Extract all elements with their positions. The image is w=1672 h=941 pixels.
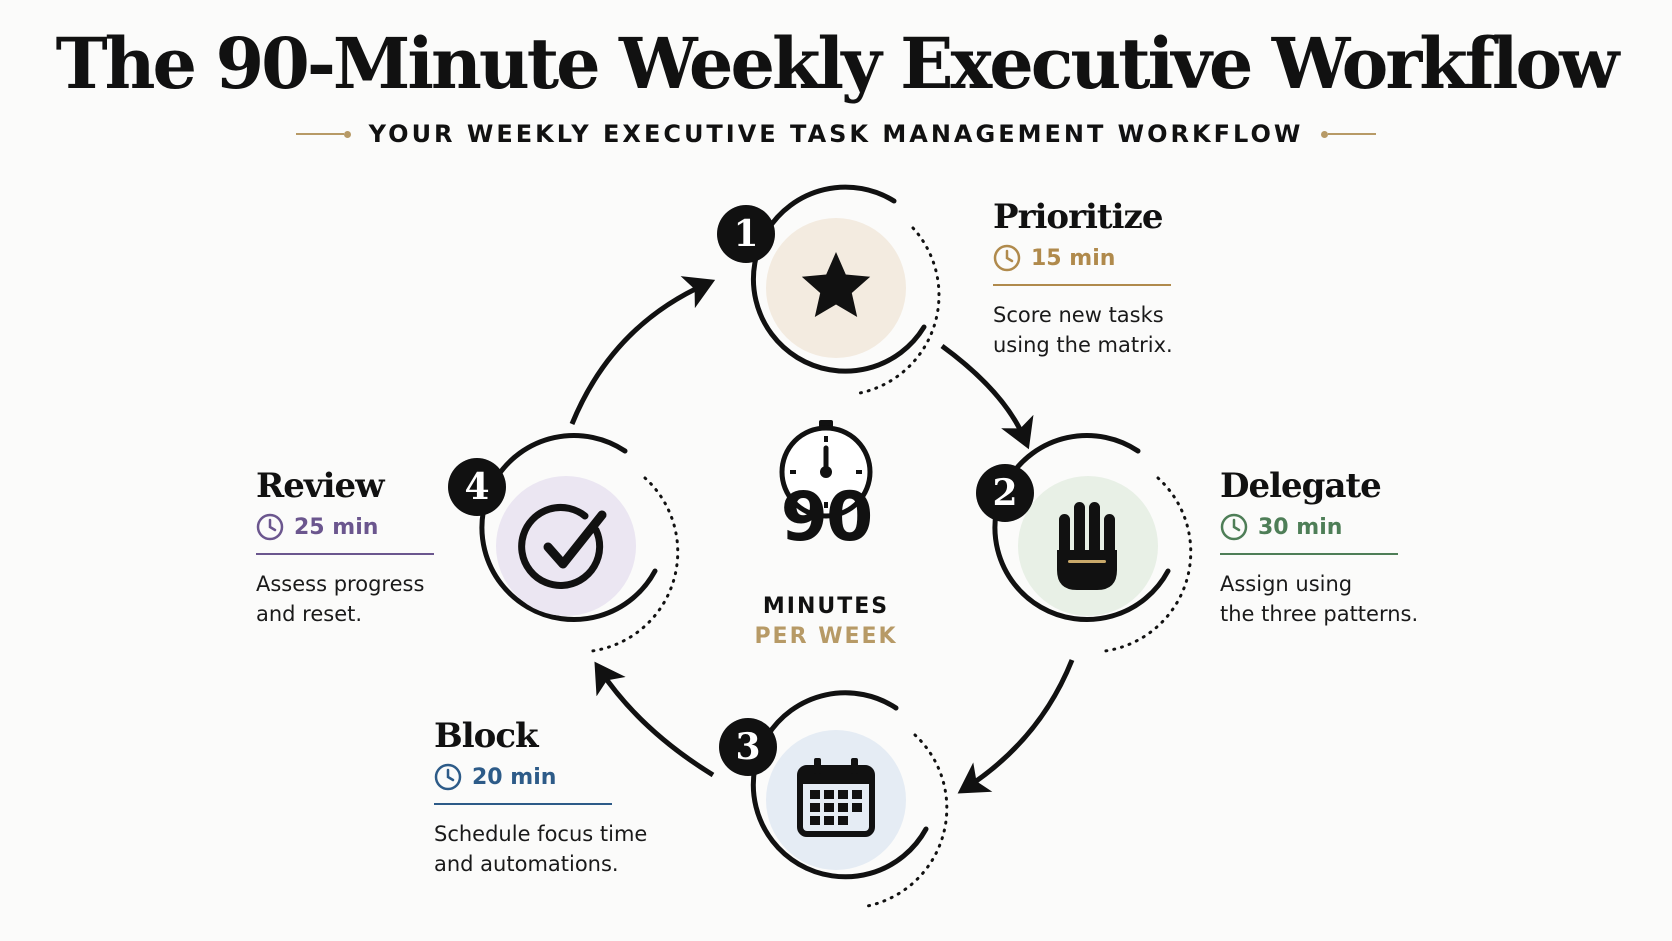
- subtitle-row: YOUR WEEKLY EXECUTIVE TASK MANAGEMENT WO…: [0, 120, 1672, 148]
- step-4-desc-line1: Assess progress: [256, 572, 425, 597]
- step-1-label: Prioritize 15 min Score new tasks using …: [993, 197, 1173, 360]
- clock-icon: [434, 764, 462, 791]
- total-minutes-sublabel: PER WEEK: [754, 624, 898, 649]
- stopwatch-icon: [779, 420, 873, 519]
- step-3-icon-fill: [766, 730, 906, 870]
- step-4-icon-fill: [496, 476, 636, 616]
- page-title: The 90-Minute Weekly Executive Workflow: [55, 22, 1620, 105]
- clock-icon: [1220, 514, 1248, 541]
- step-1-divider: [993, 284, 1171, 287]
- step-3-badge: 3: [719, 718, 777, 776]
- step-2-time: 30 min: [1258, 514, 1343, 540]
- clock-icon: [993, 245, 1021, 272]
- step-4-title: Review: [256, 466, 384, 506]
- calendar-icon: [797, 758, 875, 837]
- step-2-description: Assign using the three patterns.: [1220, 569, 1418, 629]
- step-2-divider: [1220, 553, 1398, 556]
- step-3-label: Block 20 min Schedule focus time and aut…: [434, 716, 647, 879]
- step-1-badge: 1: [717, 205, 775, 263]
- step-2-time-row: 30 min: [1220, 513, 1418, 541]
- star-icon: [801, 252, 871, 317]
- step-2-label: Delegate 30 min Assign using the three p…: [1220, 466, 1418, 629]
- clock-icon: [256, 514, 284, 541]
- step-3-title: Block: [434, 716, 539, 756]
- step-4-divider: [256, 553, 434, 556]
- step-3-divider: [434, 803, 612, 806]
- step-3-time: 20 min: [472, 764, 557, 790]
- step-4-time-row: 25 min: [256, 513, 434, 541]
- step-1-title: Prioritize: [993, 197, 1163, 237]
- page-subtitle: YOUR WEEKLY EXECUTIVE TASK MANAGEMENT WO…: [368, 120, 1304, 148]
- step-3-desc-line1: Schedule focus time: [434, 822, 648, 847]
- step-2-icon-fill: [1018, 476, 1158, 616]
- step-3-time-row: 20 min: [434, 763, 647, 791]
- step-1-desc-line1: Score new tasks: [993, 303, 1164, 328]
- step-1-time: 15 min: [1031, 245, 1116, 271]
- total-minutes-value: 90: [780, 478, 874, 557]
- step-4-badge: 4: [448, 458, 506, 516]
- step-4-node: [479, 433, 680, 653]
- arrow-block-to-review: [594, 661, 715, 778]
- step-1-node: [750, 184, 941, 395]
- step-2-desc-line2: the three patterns.: [1220, 602, 1419, 627]
- arrow-delegate-to-block: [957, 659, 1075, 794]
- step-2-node: [992, 433, 1193, 653]
- step-4-label: Review 25 min Assess progress and reset.: [256, 466, 434, 629]
- step-4-time: 25 min: [294, 514, 379, 540]
- total-minutes-label: MINUTES: [762, 594, 890, 619]
- right-ornament: [1321, 130, 1377, 138]
- step-4-description: Assess progress and reset.: [256, 569, 434, 629]
- step-3-description: Schedule focus time and automations.: [434, 819, 647, 879]
- arrow-prioritize-to-delegate: [940, 343, 1034, 450]
- step-3-node: [750, 690, 949, 909]
- step-4-desc-line2: and reset.: [256, 602, 363, 627]
- step-2-badge: 2: [976, 464, 1034, 522]
- hand-icon: [1057, 502, 1117, 590]
- step-1-time-row: 15 min: [993, 244, 1173, 272]
- step-2-desc-line1: Assign using: [1220, 572, 1353, 597]
- step-1-desc-line2: using the matrix.: [993, 333, 1173, 358]
- left-ornament: [295, 130, 351, 138]
- step-2-title: Delegate: [1220, 466, 1382, 506]
- checkmark-icon: [518, 503, 607, 589]
- arrow-review-to-prioritize: [569, 276, 716, 425]
- step-1-description: Score new tasks using the matrix.: [993, 300, 1173, 360]
- step-3-desc-line2: and automations.: [434, 852, 619, 877]
